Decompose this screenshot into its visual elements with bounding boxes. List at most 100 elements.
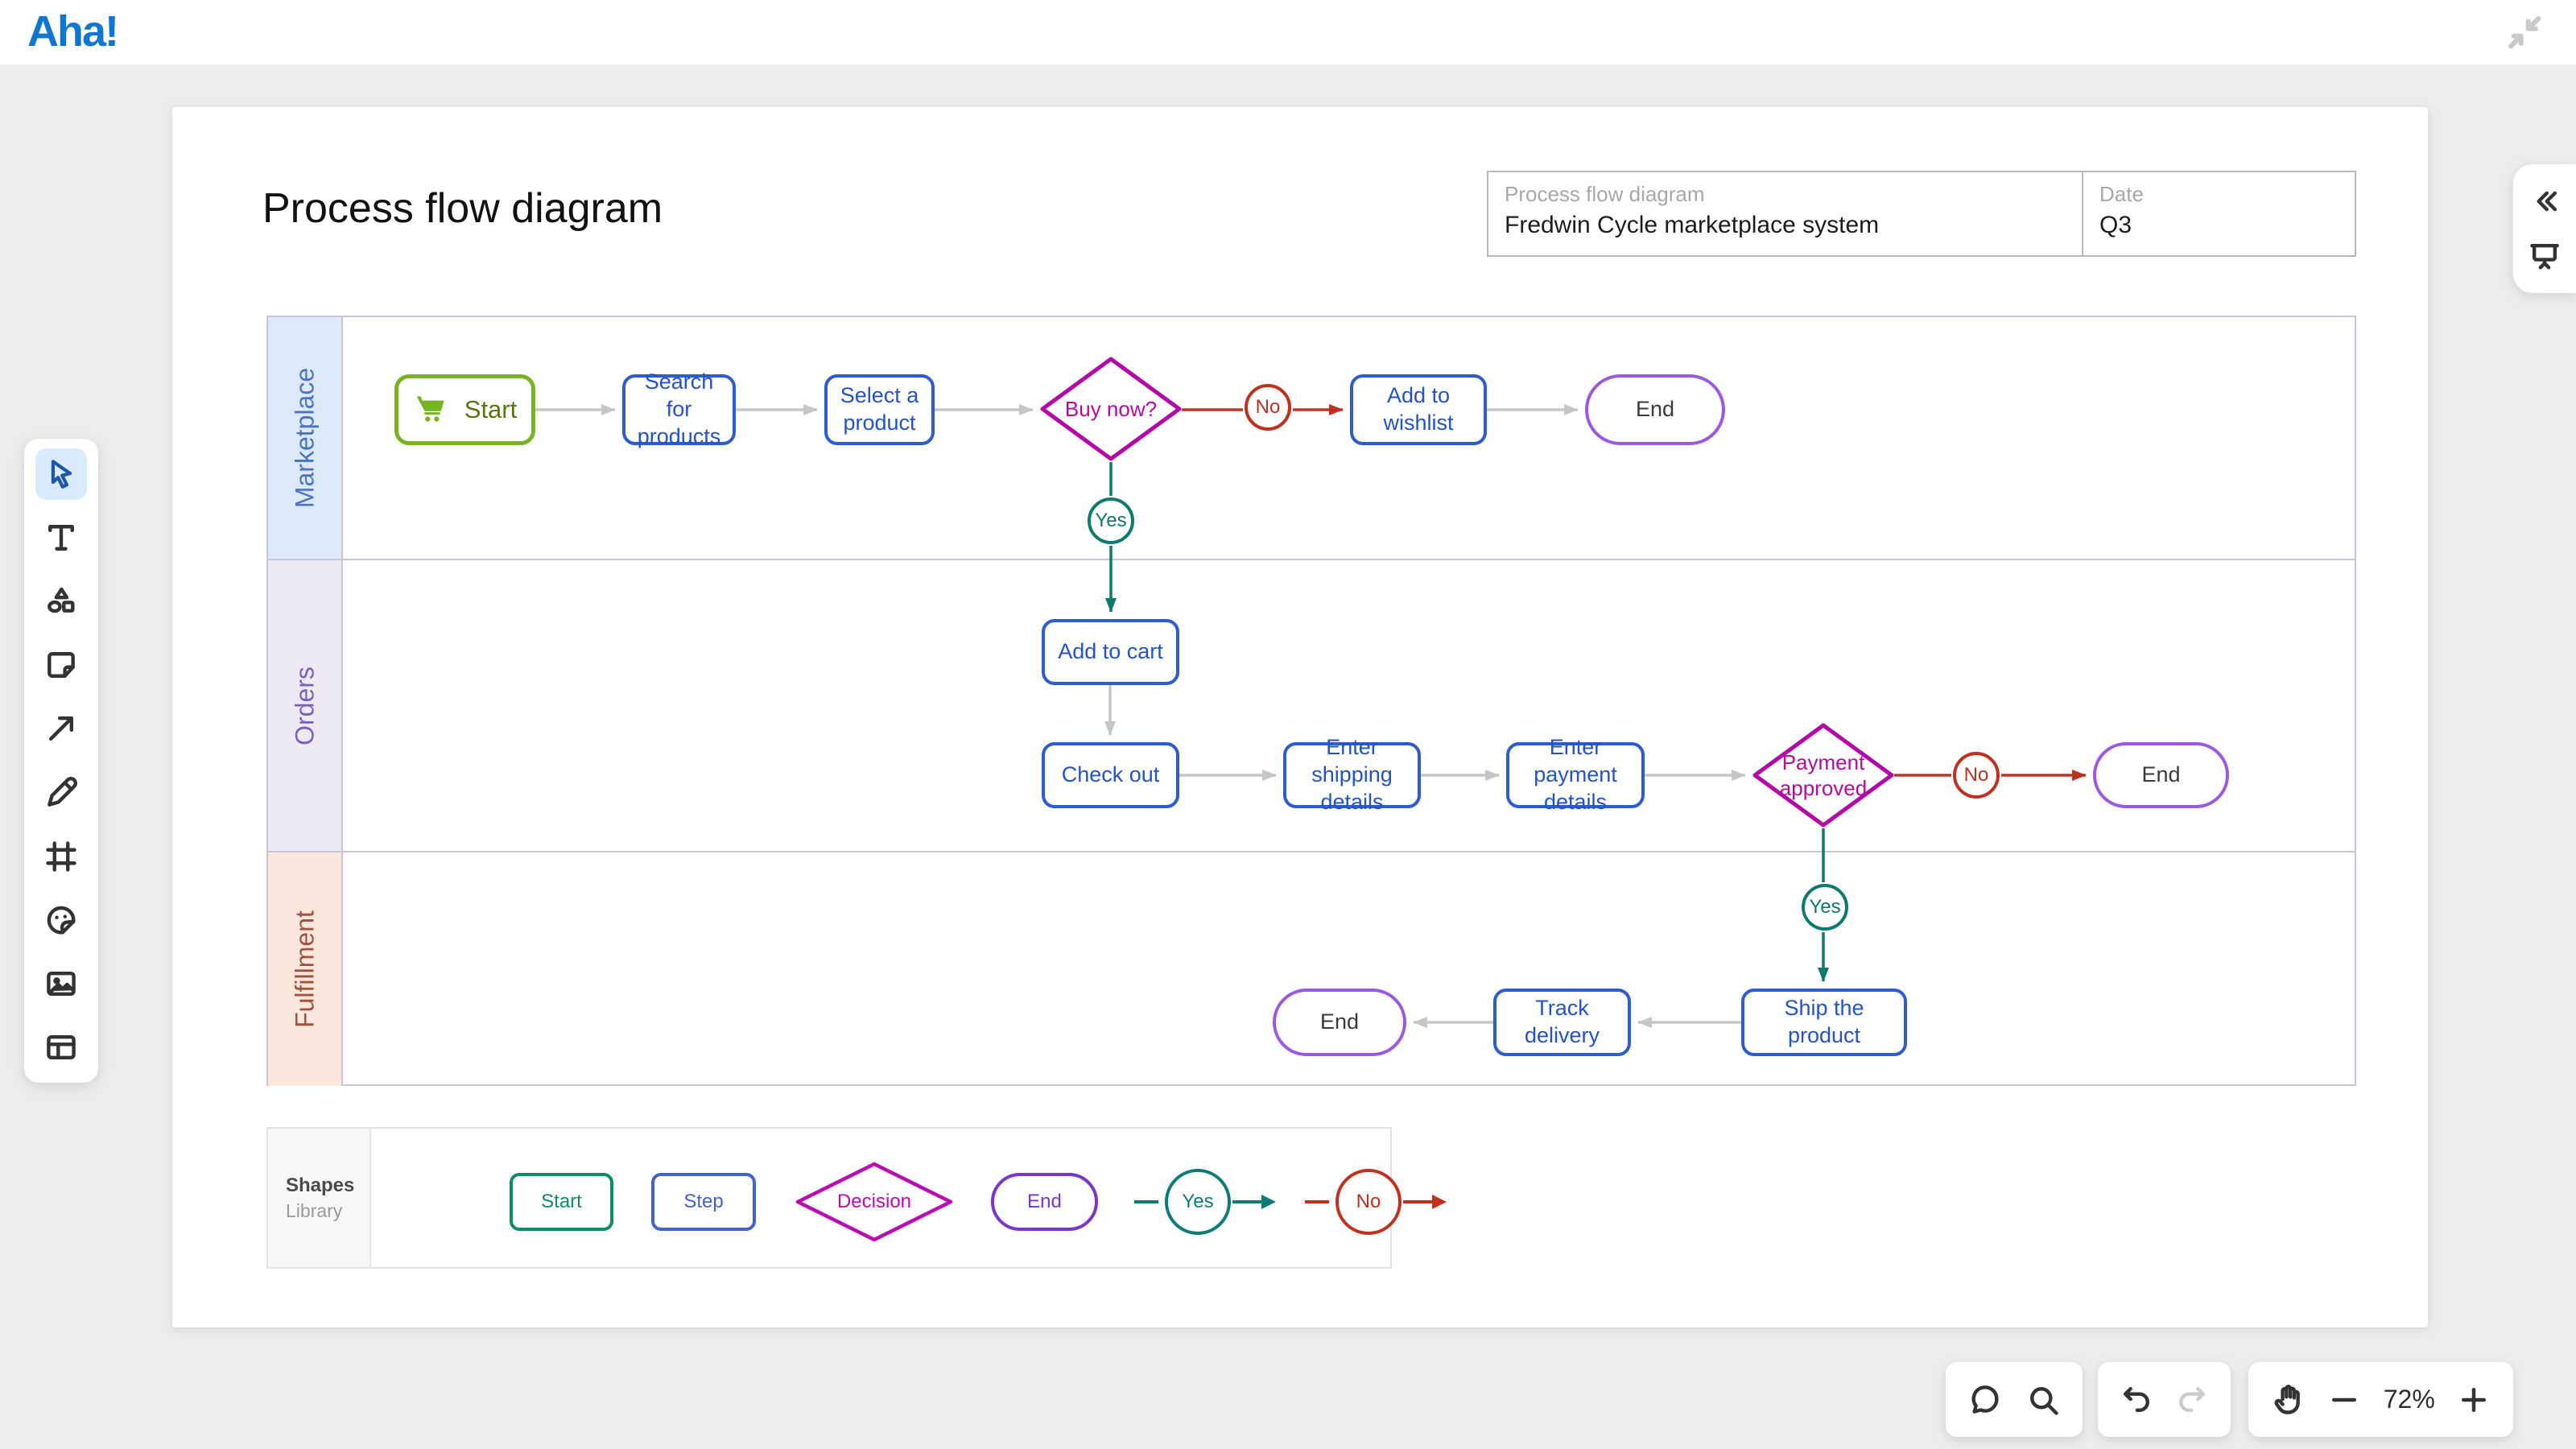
table-icon (47, 1034, 76, 1060)
node-payment-approved-decision[interactable]: Payment approved (1752, 723, 1894, 828)
node-label: Add to cart (1058, 639, 1163, 664)
flow-connectors (535, 404, 2087, 1028)
diagram-info-table: Process flow diagram Fredwin Cycle marke… (1487, 171, 2356, 257)
node-label: Search for products (637, 369, 721, 448)
collapse-diagonal-icon[interactable] (2499, 6, 2550, 58)
lane-fulfillment: Fulfillment (268, 852, 2355, 1086)
right-side-panel (2513, 164, 2576, 293)
lane-marketplace: Marketplace (268, 317, 2355, 560)
zoom-out-icon[interactable] (2326, 1382, 2362, 1418)
connector-yes-1[interactable]: Yes (1088, 497, 1134, 544)
present-icon[interactable] (2527, 238, 2562, 274)
shape-label: Yes (1182, 1191, 1214, 1212)
library-shape-no[interactable]: No (1335, 1169, 1402, 1235)
pen-tool[interactable] (35, 767, 87, 819)
top-bar: Aha! (0, 0, 2576, 64)
sticker-smiley-icon (47, 906, 76, 935)
undo-icon[interactable] (2119, 1382, 2154, 1418)
shape-label: Start (541, 1191, 582, 1212)
connector-no-1[interactable]: No (1245, 384, 1291, 431)
node-label: Start (464, 394, 518, 423)
image-tool[interactable] (35, 958, 87, 1009)
node-search-for-products[interactable]: Search for products (622, 369, 736, 448)
node-enter-payment-details[interactable]: Enter payment details (1506, 735, 1645, 814)
comment-icon[interactable] (1967, 1382, 2003, 1418)
frame-tool[interactable] (35, 831, 87, 882)
library-shape-yes[interactable]: Yes (1165, 1169, 1231, 1235)
node-label: Select a product (840, 383, 919, 435)
lane-header-fulfillment[interactable]: Fulfillment (268, 852, 343, 1086)
info-cell-date[interactable]: Date Q3 (2083, 172, 2355, 255)
undo-redo-panel (2098, 1362, 2231, 1437)
zoom-level[interactable]: 72% (2383, 1385, 2435, 1414)
lane-header-marketplace[interactable]: Marketplace (268, 317, 343, 559)
library-connector-yes-line[interactable] (1133, 1169, 1278, 1235)
node-label: Yes (1809, 896, 1841, 918)
shape-label: No (1356, 1191, 1381, 1212)
table-tool[interactable] (35, 1022, 87, 1073)
pen-icon (47, 776, 77, 807)
zoom-in-icon[interactable] (2456, 1382, 2491, 1418)
sticky-note-tool[interactable] (35, 639, 87, 691)
node-label: Add to wishlist (1383, 383, 1454, 435)
library-shape-end[interactable]: End (991, 1173, 1098, 1231)
node-add-to-cart[interactable]: Add to cart (1042, 619, 1179, 685)
frame-icon (46, 840, 76, 872)
shapes-library-subtitle: Library (286, 1199, 343, 1221)
info-date-value: Q3 (2099, 212, 2132, 238)
diamond-shape (795, 1162, 953, 1242)
info-name-value: Fredwin Cycle marketplace system (1505, 212, 1880, 238)
node-label: End (1319, 1009, 1360, 1034)
redo-icon[interactable] (2174, 1382, 2210, 1418)
shapes-tool[interactable] (35, 576, 87, 627)
diamond-shape (1040, 357, 1182, 461)
node-label: Track delivery (1524, 996, 1600, 1047)
double-chevron-left-icon[interactable] (2527, 184, 2562, 219)
swimlane-table: Marketplace Orders Fulfillment (266, 316, 2356, 1086)
shapes-library-body: Start Step Decision End Yes (371, 1129, 1447, 1267)
pan-hand-icon[interactable] (2270, 1382, 2306, 1418)
shapes-icon (47, 587, 75, 613)
connector-yes-2[interactable]: Yes (1802, 884, 1848, 931)
node-label: Payment approved (1779, 749, 1868, 801)
connector-no-2[interactable]: No (1953, 752, 2000, 799)
arrow-tool[interactable] (35, 703, 87, 754)
page-title[interactable]: Process flow diagram (262, 185, 663, 232)
node-label: End (2141, 762, 2181, 787)
node-label: Yes (1095, 510, 1127, 531)
shapes-library-panel: Shapes Library Start Step Decision End (266, 1127, 1447, 1269)
select-tool[interactable] (35, 448, 87, 500)
left-toolbar (24, 439, 98, 1083)
node-select-a-product[interactable]: Select a product (824, 374, 935, 445)
info-cell-name[interactable]: Process flow diagram Fredwin Cycle marke… (1488, 172, 2083, 255)
node-check-out[interactable]: Check out (1042, 742, 1179, 808)
node-enter-shipping-details[interactable]: Enter shipping details (1283, 735, 1421, 814)
node-end-marketplace[interactable]: End (1585, 374, 1725, 445)
library-shape-step[interactable]: Step (651, 1173, 756, 1231)
node-buy-now-decision[interactable]: Buy now? (1040, 357, 1182, 461)
node-track-delivery[interactable]: Track delivery (1493, 989, 1631, 1056)
node-start[interactable]: Start (394, 374, 535, 445)
node-ship-the-product[interactable]: Ship the product (1741, 989, 1907, 1056)
node-add-to-wishlist[interactable]: Add to wishlist (1350, 374, 1487, 445)
node-end-fulfillment[interactable]: End (1273, 989, 1406, 1056)
zoom-panel: 72% (2248, 1362, 2513, 1437)
info-name-label: Process flow diagram (1505, 182, 1705, 206)
lane-header-orders[interactable]: Orders (268, 560, 343, 851)
node-label: No (1255, 396, 1281, 418)
node-end-orders[interactable]: End (2093, 742, 2229, 808)
text-tool[interactable] (35, 512, 87, 564)
node-label: Check out (1061, 762, 1160, 787)
aha-logo: Aha! (27, 7, 119, 56)
search-icon[interactable] (2025, 1382, 2061, 1418)
library-connector-no-line[interactable] (1303, 1169, 1448, 1235)
image-icon (47, 971, 76, 996)
info-date-label: Date (2099, 182, 2144, 206)
shapes-library-title: Shapes (286, 1174, 355, 1196)
library-shape-start[interactable]: Start (510, 1173, 613, 1231)
library-shape-decision[interactable]: Decision (795, 1162, 953, 1242)
node-label: Buy now? (1064, 396, 1158, 421)
comment-search-panel (1946, 1362, 2083, 1437)
sticker-tool[interactable] (35, 894, 87, 946)
shape-label: End (1027, 1191, 1062, 1212)
